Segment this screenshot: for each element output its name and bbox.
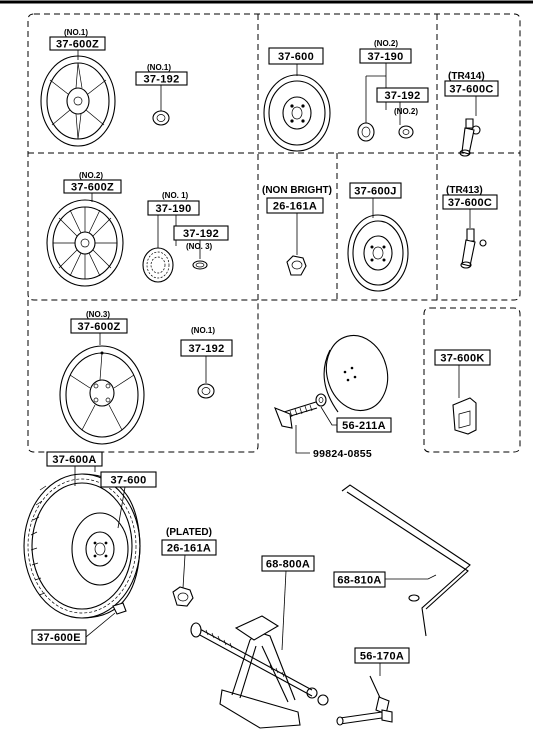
label-99824-0855: 99824-0855: [313, 448, 372, 460]
label-37-190-b: 37-190: [155, 203, 191, 215]
label-56-170a: 56-170A: [360, 651, 404, 663]
note-no1-d: (NO.1): [191, 326, 215, 335]
label-68-800a: 68-800A: [266, 559, 310, 571]
center-cap-no3: [197, 383, 215, 399]
note-no3-a: (NO. 3): [186, 242, 213, 251]
steel-wheel: [263, 74, 331, 152]
center-cap-no2: [398, 125, 414, 139]
label-37-600a: 37-600A: [52, 454, 96, 466]
valve-tr413: [460, 228, 487, 269]
note-non-bright: (NON BRIGHT): [262, 185, 332, 196]
label-37-190-a: 37-190: [367, 51, 403, 63]
label-37-600z-b: 37-600Z: [71, 182, 114, 194]
label-37-600k: 37-600K: [440, 353, 484, 365]
lug-nut-non-bright: [286, 255, 307, 276]
note-tr414: (TR414): [448, 71, 485, 82]
valve-tr414: [459, 118, 481, 157]
bracket-part: [452, 397, 477, 435]
label-37-600-b: 37-600: [110, 475, 146, 487]
spare-wheel: [347, 214, 409, 292]
scissor-jack: [190, 615, 329, 729]
note-plated: (PLATED): [166, 527, 212, 538]
wheel-no1: [40, 55, 116, 147]
part-labels: 37-600Z 37-192 37-600 37-190 37-192 37-6…: [31, 36, 499, 664]
notes: (NO.1) (NO.1) (NO.2) (NO.2) (TR414) (NO.…: [64, 28, 485, 538]
label-37-192-b: 37-192: [384, 90, 420, 102]
label-37-600c-a: 37-600C: [449, 84, 493, 96]
lug-nut-plated: [172, 586, 194, 607]
trim-ring-no1: [142, 247, 174, 283]
emblem-no3: [192, 260, 208, 270]
label-37-192-a: 37-192: [143, 74, 179, 86]
label-37-192-d: 37-192: [188, 343, 224, 355]
leader-lines: [74, 50, 477, 676]
note-no2-a: (NO.2): [374, 39, 398, 48]
wheel-no3: [59, 345, 145, 445]
label-37-600z-a: 37-600Z: [56, 39, 99, 51]
note-no2-b: (NO.2): [394, 107, 418, 116]
label-26-161a-a: 26-161A: [273, 201, 317, 213]
trim-ring: [357, 122, 375, 142]
label-26-161a-b: 26-161A: [167, 543, 211, 555]
label-68-810a: 68-810A: [337, 575, 381, 587]
tire-assembly: [23, 473, 141, 619]
note-no1-b: (NO.1): [147, 63, 171, 72]
label-37-600-a: 37-600: [278, 51, 314, 63]
center-cap-no1: [152, 110, 170, 126]
label-37-600z-c: 37-600Z: [77, 321, 120, 333]
label-56-211a: 56-211A: [342, 420, 386, 432]
note-tr413: (TR413): [446, 185, 483, 196]
washer: [315, 393, 327, 407]
jack-handle-rod: [341, 484, 471, 637]
group-outlines: [27, 13, 521, 453]
wheel-no2: [46, 199, 124, 287]
label-37-600j: 37-600J: [354, 186, 396, 198]
note-no2-c: (NO.2): [79, 171, 103, 180]
note-no1-a: (NO.1): [64, 28, 88, 37]
spare-tire-carrier: [323, 334, 389, 413]
label-37-192-c: 37-192: [183, 228, 219, 240]
note-no3-b: (NO.3): [86, 310, 110, 319]
lug-wrench: [336, 675, 393, 726]
label-37-600e: 37-600E: [37, 632, 81, 644]
valve-cap-part: [112, 602, 127, 615]
label-37-600c-b: 37-600C: [448, 197, 492, 209]
wing-bolt: [274, 401, 318, 429]
note-no1-c: (NO. 1): [162, 191, 189, 200]
